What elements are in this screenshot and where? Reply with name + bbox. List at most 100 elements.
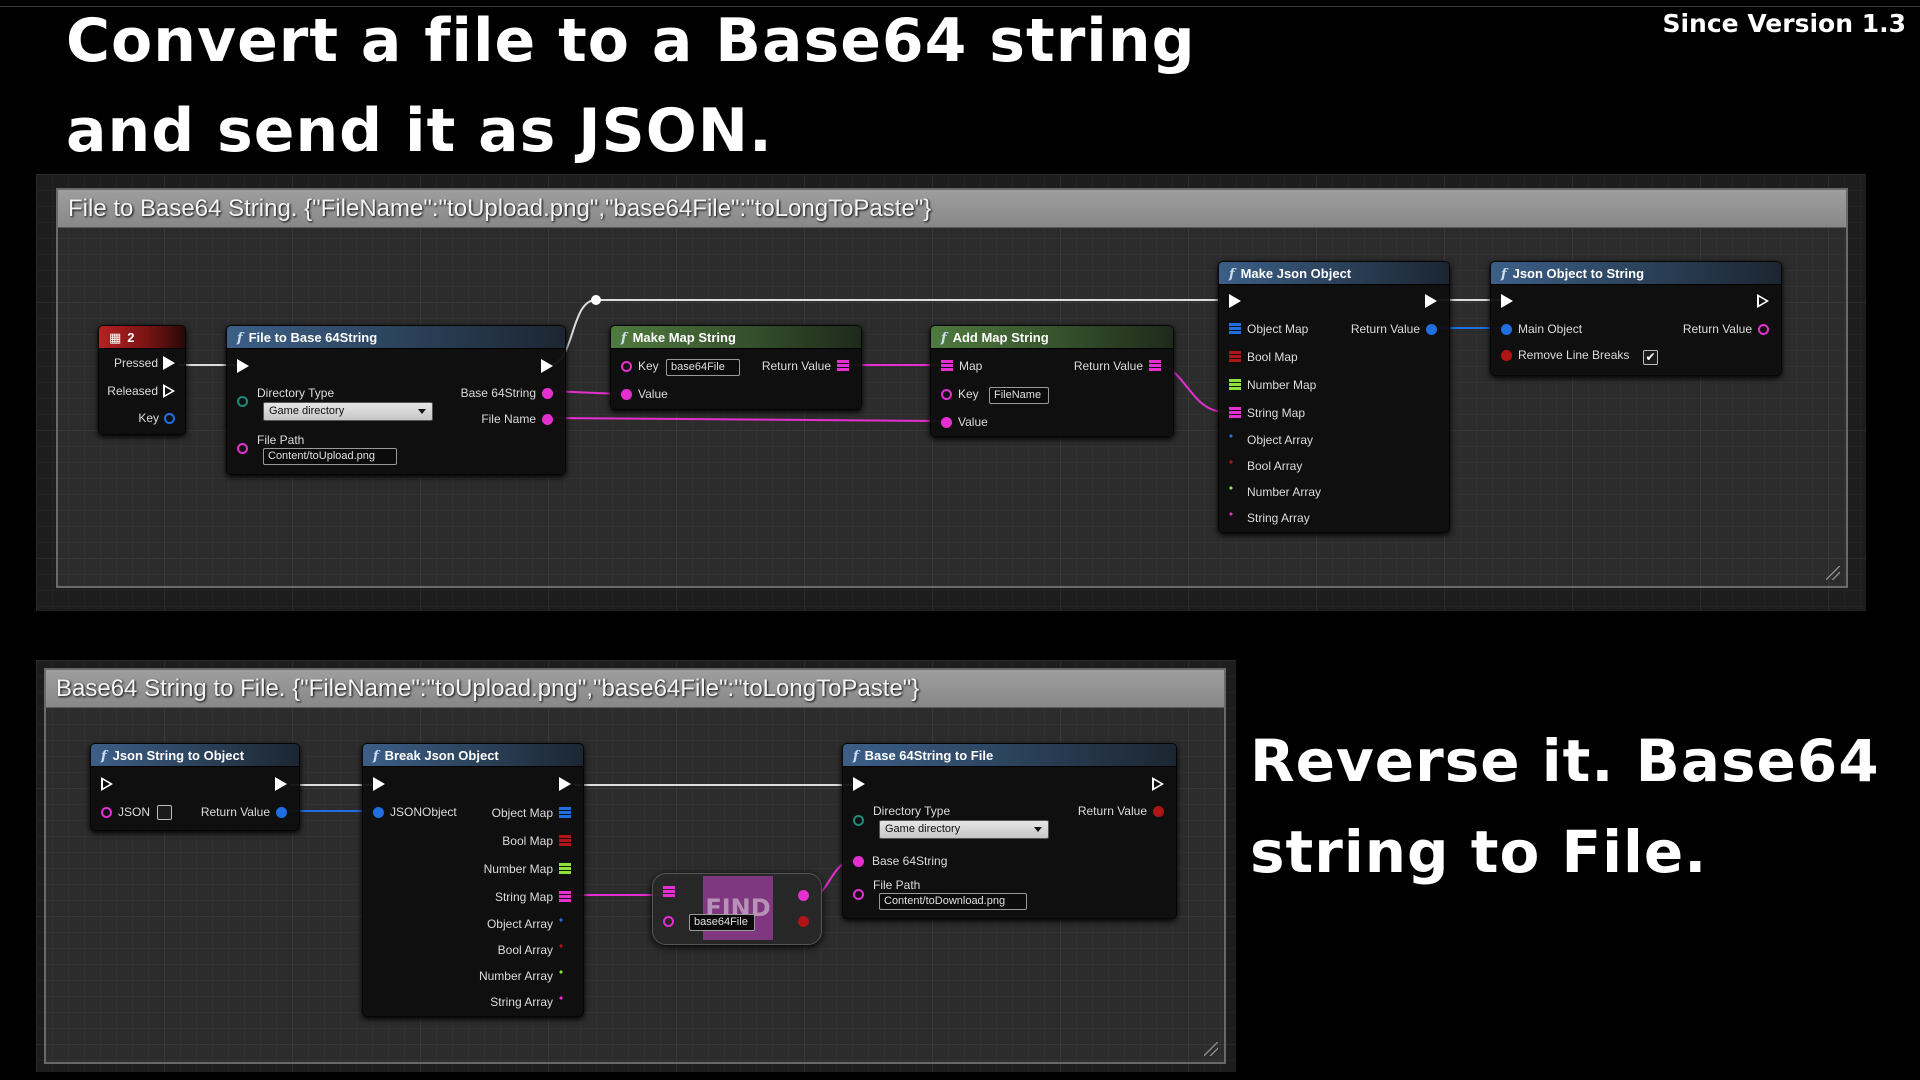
file-path-input[interactable]: Content/toDownload.png	[879, 893, 1027, 910]
exec-in-pin[interactable]	[853, 777, 865, 791]
pressed-pin[interactable]: Pressed	[114, 356, 175, 370]
exec-in-icon[interactable]	[853, 777, 865, 791]
key-pin[interactable]: Key	[941, 387, 979, 401]
exec-out-icon[interactable]	[1152, 777, 1164, 791]
string-pin-icon[interactable]	[798, 890, 809, 901]
value-pin[interactable]: Value	[941, 415, 988, 429]
exec-out-icon[interactable]	[541, 359, 553, 373]
exec-out-pin[interactable]	[559, 777, 571, 791]
string-pin-icon[interactable]	[941, 388, 952, 400]
object-array-pin[interactable]: Object Array	[1229, 433, 1313, 447]
object-pin-icon[interactable]	[373, 806, 384, 818]
json-input-box[interactable]	[157, 805, 172, 820]
exec-in-icon[interactable]	[1229, 294, 1241, 308]
string-pin-icon[interactable]	[941, 416, 952, 428]
map-pin-icon[interactable]	[559, 835, 571, 847]
exec-in-pin[interactable]	[101, 777, 113, 791]
return-value-pin[interactable]: Return Value	[762, 359, 849, 373]
exec-out-icon[interactable]	[559, 777, 571, 791]
bool-pin-icon[interactable]	[1501, 349, 1512, 361]
file-path-pin[interactable]	[853, 889, 864, 900]
map-in-pin[interactable]	[663, 886, 675, 898]
number-map-out-pin[interactable]: Number Map	[484, 862, 571, 876]
number-map-pin[interactable]: Number Map	[1229, 378, 1316, 392]
enum-pin-icon[interactable]	[853, 815, 864, 826]
array-pin-icon[interactable]	[559, 970, 571, 982]
return-value-pin[interactable]: Return Value	[1078, 804, 1164, 818]
string-pin-icon[interactable]	[663, 916, 674, 927]
map-pin-icon[interactable]	[663, 886, 675, 898]
exec-out-pin[interactable]	[1152, 777, 1164, 791]
exec-out-icon[interactable]	[275, 777, 287, 791]
object-pin-icon[interactable]	[1501, 323, 1512, 335]
key-pin[interactable]: Key	[621, 359, 659, 373]
map-pin[interactable]: Map	[941, 359, 982, 373]
array-pin-icon[interactable]	[559, 996, 571, 1008]
string-pin-icon[interactable]	[542, 413, 553, 425]
find-node[interactable]: FIND base64File	[652, 873, 822, 945]
exec-out-icon[interactable]	[1757, 294, 1769, 308]
bool-array-pin[interactable]: Bool Array	[1229, 459, 1302, 473]
comment-header-decode[interactable]: Base64 String to File. {"FileName":"toUp…	[46, 670, 1224, 708]
string-pin-icon[interactable]	[542, 387, 553, 399]
exec-in-icon[interactable]	[101, 777, 113, 791]
exec-out-pin[interactable]	[1757, 294, 1769, 308]
array-pin-icon[interactable]	[1229, 434, 1241, 446]
file-name-out-pin[interactable]: File Name	[481, 412, 553, 426]
exec-out-icon[interactable]	[163, 356, 175, 370]
directory-type-dropdown[interactable]: Game directory	[879, 820, 1049, 839]
exec-in-pin[interactable]	[237, 359, 249, 373]
object-map-out-pin[interactable]: Object Map	[492, 806, 571, 820]
array-pin-icon[interactable]	[559, 944, 571, 956]
struct-pin-icon[interactable]	[164, 412, 175, 424]
string-map-pin[interactable]: String Map	[1229, 406, 1305, 420]
resize-handle[interactable]	[1204, 1042, 1218, 1056]
exec-in-pin[interactable]	[1501, 294, 1513, 308]
array-pin-icon[interactable]	[559, 918, 571, 930]
exec-out-pin[interactable]	[541, 359, 553, 373]
map-pin-icon[interactable]	[1229, 379, 1241, 391]
exec-in-icon[interactable]	[373, 777, 385, 791]
exec-out-icon[interactable]	[163, 384, 175, 398]
string-array-out-pin[interactable]: String Array	[490, 995, 571, 1009]
resize-handle[interactable]	[1826, 566, 1840, 580]
file-path-input[interactable]: Content/toUpload.png	[263, 448, 397, 465]
directory-type-pin[interactable]	[853, 815, 864, 826]
map-pin-icon[interactable]	[559, 891, 571, 903]
key-pin[interactable]: Key	[138, 411, 175, 425]
map-pin-icon[interactable]	[559, 807, 571, 819]
exec-in-icon[interactable]	[1501, 294, 1513, 308]
event-node-key-2[interactable]: ▦2 Pressed Released Key	[98, 325, 186, 435]
map-pin-icon[interactable]	[1149, 360, 1161, 372]
array-pin-icon[interactable]	[1229, 486, 1241, 498]
main-object-pin[interactable]: Main Object	[1501, 322, 1582, 336]
return-value-pin[interactable]: Return Value	[1351, 322, 1437, 336]
map-pin-icon[interactable]	[559, 863, 571, 875]
string-pin-icon[interactable]	[853, 855, 864, 867]
found-out-pin[interactable]	[798, 916, 809, 927]
blueprint-graph-decode[interactable]	[36, 660, 1236, 1072]
string-pin-icon[interactable]	[621, 388, 632, 400]
base64-string-pin[interactable]: Base 64String	[853, 854, 947, 868]
released-pin[interactable]: Released	[107, 384, 175, 398]
object-pin-icon[interactable]	[1426, 323, 1437, 335]
array-pin-icon[interactable]	[1229, 460, 1241, 472]
blueprint-graph-encode[interactable]	[36, 174, 1866, 611]
map-pin-icon[interactable]	[837, 360, 849, 372]
string-pin-icon[interactable]	[853, 889, 864, 900]
string-map-out-pin[interactable]: String Map	[495, 890, 571, 904]
return-value-pin[interactable]: Return Value	[1683, 322, 1769, 336]
bool-map-out-pin[interactable]: Bool Map	[502, 834, 571, 848]
exec-in-pin[interactable]	[1229, 294, 1241, 308]
enum-pin-icon[interactable]	[237, 396, 248, 407]
bool-array-out-pin[interactable]: Bool Array	[498, 943, 571, 957]
directory-type-pin[interactable]	[237, 396, 248, 407]
base64-string-out-pin[interactable]: Base 64String	[461, 386, 553, 400]
